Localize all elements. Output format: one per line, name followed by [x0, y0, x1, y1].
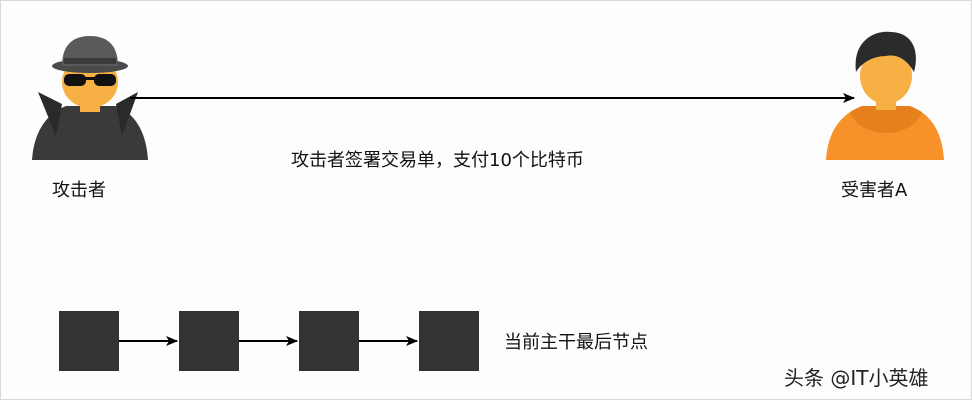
watermark: 头条 @IT小英雄: [784, 366, 929, 390]
user-icon: [826, 31, 944, 160]
block: [299, 311, 359, 371]
attacker-label: 攻击者: [52, 180, 106, 201]
spy-icon: [32, 36, 148, 160]
blockchain: [59, 311, 479, 371]
block: [59, 311, 119, 371]
victim-label: 受害者A: [841, 180, 908, 201]
transaction-label: 攻击者签署交易单，支付10个比特币: [291, 150, 584, 171]
chain-tip-label: 当前主干最后节点: [504, 332, 648, 353]
block: [179, 311, 239, 371]
block: [419, 311, 479, 371]
